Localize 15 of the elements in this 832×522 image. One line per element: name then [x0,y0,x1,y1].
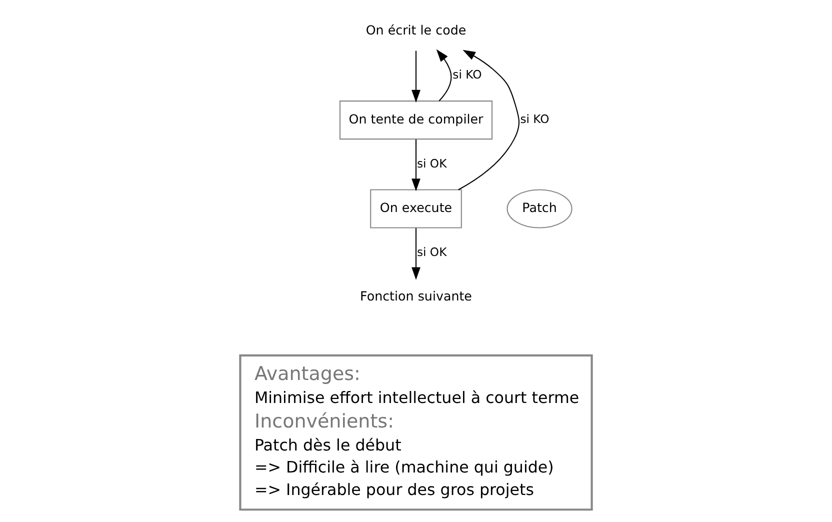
node-text: On écrit le code [366,22,466,38]
arrow [412,139,420,192]
edge-label: si KO [520,112,550,126]
arrow [458,50,520,190]
node-box: On tente de compiler [339,100,493,140]
arrow [412,50,420,103]
edge-label: si OK [416,245,447,260]
node-ellipse: Patch [506,189,572,228]
edge-label: si OK [416,156,447,170]
arrow [436,49,452,102]
node-box: On execute [370,189,462,228]
node-text: Fonction suivante [360,288,472,304]
edge-label: si KO [452,68,482,82]
node-box: Avantages: Minimise effort intellectuel à court terme Inconvénients: Patch dès le début => Difficile à lire (machine qui guide) => Ingérable pour des gros projets [239,354,593,511]
arrow [412,228,420,280]
